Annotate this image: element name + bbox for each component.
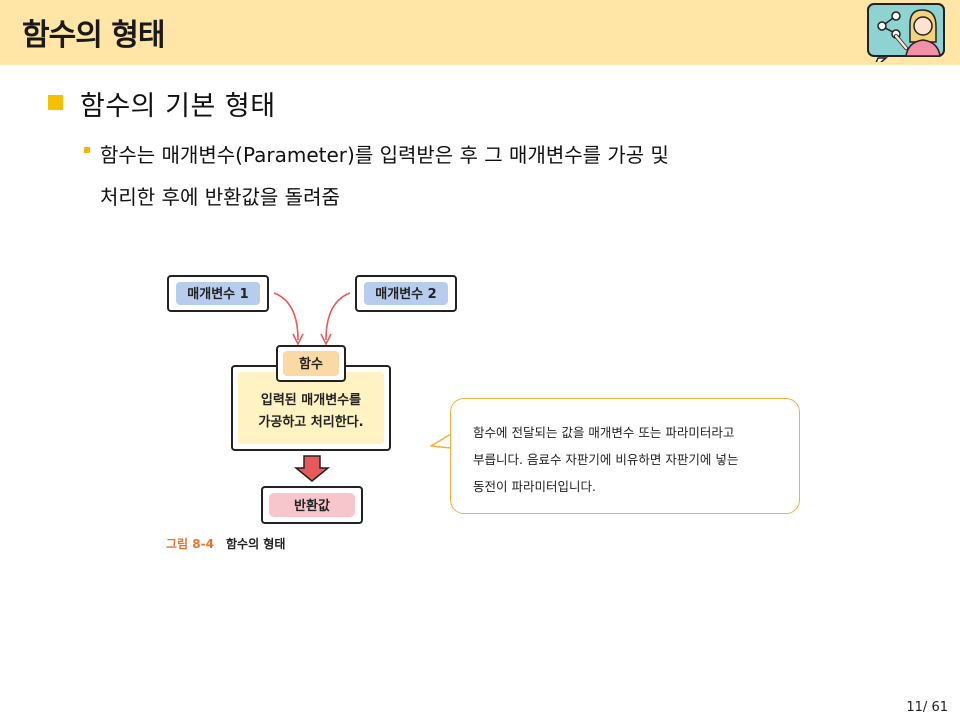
return-label: 반환값 [294,498,330,514]
header-bar: 함수의 형태 [0,0,960,65]
arrowhead-param1-icon [292,333,304,346]
sub-description: 함수는 매개변수(Parameter)를 입력받은 후 그 매개변수를 가공 및… [100,134,860,218]
bubble-line-2: 부릅니다. 음료수 자판기에 비유하면 자판기에 넣는 [473,452,739,467]
return-box: 반환값 [261,486,363,524]
bubble-text: 함수에 전달되는 값을 매개변수 또는 파라미터라고 부릅니다. 음료수 자판기… [473,419,791,500]
main-heading: 함수의 기본 형태 [80,91,276,122]
sub-line-1: 함수는 매개변수(Parameter)를 입력받은 후 그 매개변수를 가공 및 [100,143,669,167]
function-label: 함수 [299,356,323,372]
function-body-box: 입력된 매개변수를 가공하고 처리한다. [231,365,391,451]
bubble-tail-icon [430,434,452,449]
arrow-param2-icon [325,292,351,341]
arrowhead-param2-icon [320,333,332,346]
function-label-box: 함수 [276,345,346,382]
explanation-bubble: 함수에 전달되는 값을 매개변수 또는 파라미터라고 부릅니다. 음료수 자판기… [450,398,800,514]
body-line-1: 입력된 매개변수를 [261,393,361,408]
down-arrow-icon [293,455,331,482]
page-number: 11/ 61 [906,700,948,715]
sub-line-2: 처리한 후에 반환값을 돌려줌 [100,185,340,209]
param2-box: 매개변수 2 [355,275,457,312]
figure-number: 그림 8-4 [166,537,214,551]
param1-box: 매개변수 1 [167,275,269,312]
main-bullet-icon [48,95,63,110]
body-line-2: 가공하고 처리한다. [258,414,363,430]
sub-bullet-icon [84,147,90,153]
bubble-line-1: 함수에 전달되는 값을 매개변수 또는 파라미터라고 [473,425,735,440]
arrow-param1-icon [273,292,299,341]
param1-label: 매개변수 1 [187,287,248,302]
param2-label: 매개변수 2 [375,287,436,302]
presenter-avatar-icon [867,3,945,62]
bubble-line-3: 동전이 파라미터입니다. [473,479,596,494]
figure-title: 함수의 형태 [226,537,286,551]
page-title: 함수의 형태 [22,18,165,53]
